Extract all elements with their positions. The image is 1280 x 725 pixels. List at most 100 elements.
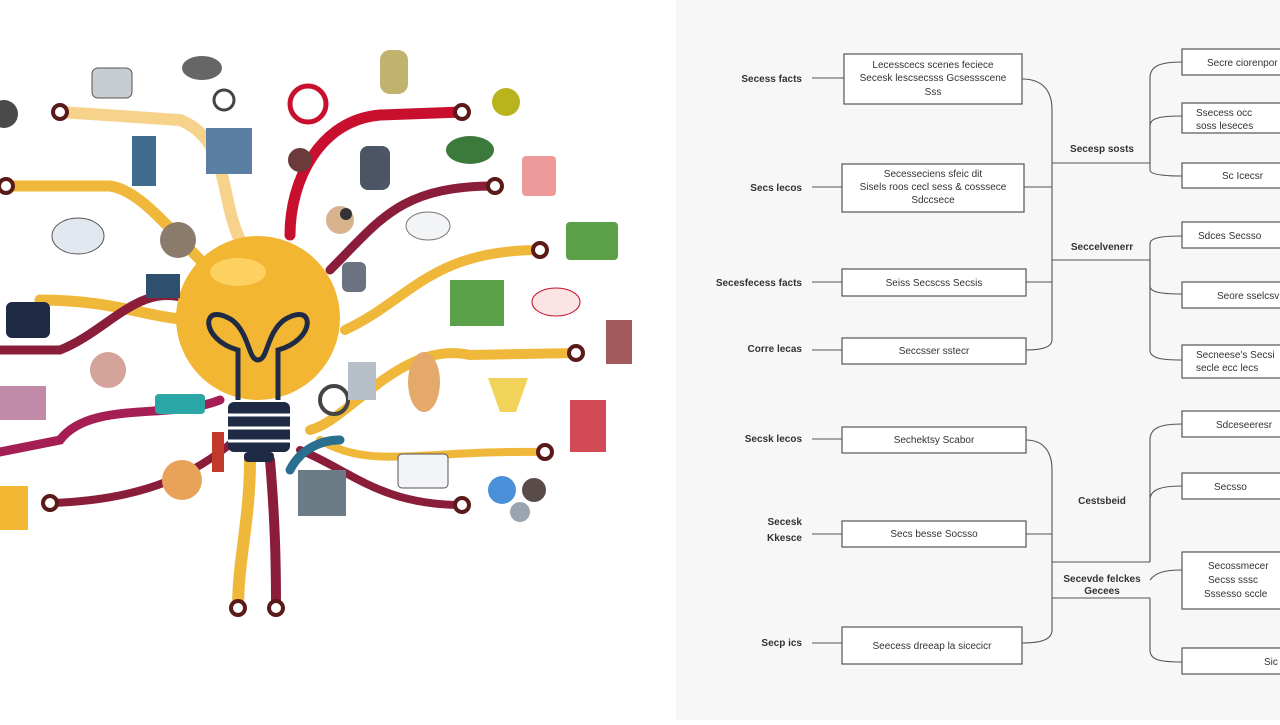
flowchart-box <box>1181 551 1280 610</box>
mid-label: Seccelvenerr <box>1071 242 1133 253</box>
box-text: Secre ciorenpor <box>1207 58 1278 69</box>
box-text: Sdccsece <box>911 195 955 206</box>
box-text: Seecess dreeap la sicecicr <box>873 641 993 652</box>
node-end <box>0 177 15 195</box>
flowchart-box <box>1181 162 1280 189</box>
branch-right-maroon <box>325 181 500 275</box>
flowchart-box <box>841 337 1027 365</box>
tablet-icon <box>360 146 390 190</box>
branch-right-teal <box>305 348 581 435</box>
mid-label: Secevde felckes <box>1063 574 1141 585</box>
shirt-icon <box>132 136 156 186</box>
eye-icon <box>531 287 581 317</box>
node-end <box>267 599 285 617</box>
bottle-icon <box>155 394 205 414</box>
flowchart-box <box>841 426 1027 454</box>
bulb-tip <box>244 452 274 462</box>
branch-bottom-teal <box>285 435 345 475</box>
glove-icon <box>342 262 366 292</box>
bulb-base-threads <box>228 413 290 443</box>
box-text: Sechektsy Scabor <box>894 435 975 446</box>
flowchart-box <box>1181 221 1280 249</box>
box-text: Sdces Secsso <box>1198 231 1262 242</box>
branch-left-yellow-1 <box>0 180 216 276</box>
monster-icon <box>162 460 202 500</box>
clover-icon <box>446 136 494 164</box>
coin-icon <box>160 222 196 258</box>
node-end <box>567 344 585 362</box>
box-text: Sc Icecsr <box>1222 171 1264 182</box>
row-label: Secesfecess facts <box>716 278 803 289</box>
flowchart-box <box>1181 647 1280 675</box>
box-text: Secesseciens sfeic dit <box>884 169 983 180</box>
row-label: Secess facts <box>741 74 802 85</box>
doll-icon <box>408 352 440 412</box>
mid-label: Cestsbeid <box>1078 496 1126 507</box>
branch-up-red <box>284 106 468 241</box>
row-label: Secesk <box>768 517 803 528</box>
book-icon <box>348 362 376 400</box>
box-text: Lecesscecs scenes feciece <box>872 60 994 71</box>
flowchart-box <box>841 268 1027 297</box>
settings-icon <box>318 384 350 416</box>
flowchart-svg: Secess facts Secs lecos Secesfecess fact… <box>716 48 1280 675</box>
box-text: Secs besse Socsso <box>890 529 978 540</box>
radio-icon <box>397 453 449 489</box>
target-icon <box>287 83 329 125</box>
lightbulb <box>176 236 340 462</box>
village-icon <box>450 280 504 326</box>
mid-label: Gecees <box>1084 586 1120 597</box>
box-text: Seiss Secscss Secsis <box>886 278 983 289</box>
bulb-glass <box>176 236 340 400</box>
bird-icon <box>405 211 451 241</box>
flowchart-box <box>1181 102 1280 134</box>
node-end <box>453 103 471 121</box>
box-text: Sisels roos cecl sess & cosssece <box>860 182 1007 193</box>
cabinet-icon <box>206 128 252 174</box>
node-end <box>486 177 504 195</box>
box-text: Secesk lescsecsss Gcsessscene <box>860 73 1007 84</box>
virus-icon <box>492 88 520 116</box>
flowchart-box <box>1181 48 1280 76</box>
right-connectors <box>1149 61 1183 663</box>
tv-icon <box>522 156 556 196</box>
mid-label: Secesp sosts <box>1070 144 1134 155</box>
row-label: Secs lecos <box>750 183 802 194</box>
box-text: Secsso <box>1214 482 1247 493</box>
lock-icon <box>510 502 530 522</box>
idea-tree-illustration <box>0 50 632 617</box>
node-end <box>229 599 247 617</box>
flowchart-box <box>843 53 1023 105</box>
castle-icon <box>0 386 46 420</box>
node-end <box>536 443 554 461</box>
branch-bottom-yellow <box>232 454 256 614</box>
flowchart-panel: Secess facts Secs lecos Secesfecess fact… <box>676 0 1280 720</box>
box-text: soss leseces <box>1196 121 1253 132</box>
box-text: secle ecc lecs <box>1196 363 1258 374</box>
flowchart-box <box>1181 344 1280 379</box>
flowchart-box <box>841 626 1023 665</box>
bulb-highlight <box>210 258 266 286</box>
branch-right-yellow <box>340 245 545 335</box>
decorative-icons <box>0 50 632 530</box>
label-connectors <box>812 77 844 644</box>
bottle-pair-icon <box>212 432 224 472</box>
bug-icon <box>0 100 18 128</box>
node-end <box>41 494 59 512</box>
flowchart-box <box>1181 410 1280 438</box>
branch-lower-left-maroon <box>46 436 239 507</box>
robot-icon <box>91 67 133 99</box>
clock-icon <box>606 320 632 364</box>
tunnel-icon <box>570 400 606 452</box>
box-text: Seore sselcsv <box>1217 291 1279 302</box>
gear-icon <box>212 88 236 112</box>
robot-hand-icon <box>90 352 126 388</box>
box-text: Secss sssc <box>1208 575 1258 586</box>
pill-icon <box>51 217 105 255</box>
node-end <box>51 103 69 121</box>
box-text: Secossmecer <box>1208 561 1269 572</box>
box-text: Secneese's Secsi <box>1196 350 1275 361</box>
node-end <box>531 241 549 259</box>
box-text: Sdceseeresr <box>1216 420 1273 431</box>
flowchart-boxes: Lecesscecs scenes feciece Secesk lescsec… <box>841 53 1027 665</box>
